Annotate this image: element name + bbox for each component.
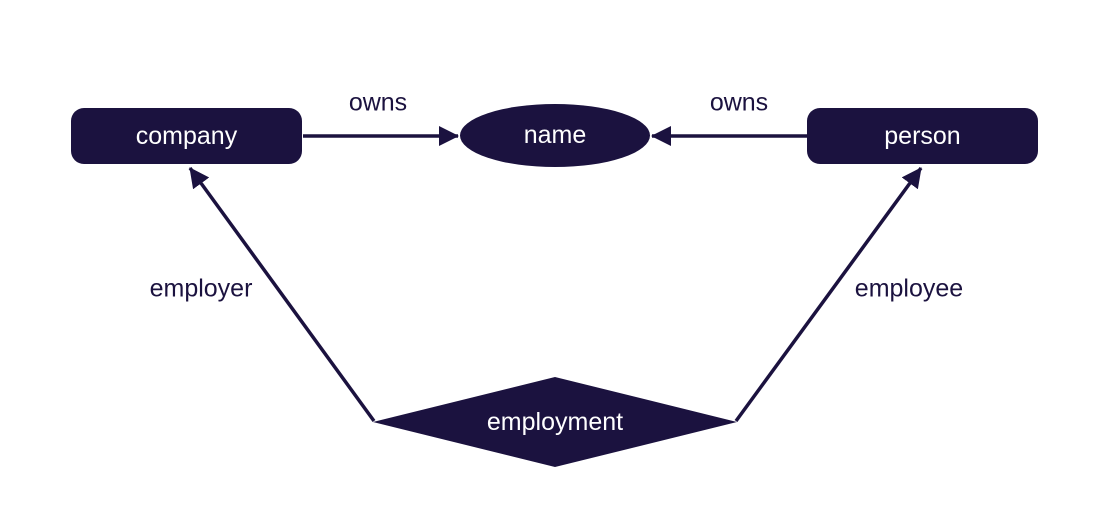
edge-label-owns-left: owns	[348, 88, 408, 117]
entity-person: person	[807, 108, 1038, 164]
entity-company: company	[71, 108, 302, 164]
edge-label-owns-right: owns	[709, 88, 769, 117]
edge-label-employee: employee	[854, 274, 964, 303]
attribute-name: name	[460, 104, 650, 167]
edge-employment-employer-company	[188, 166, 376, 423]
entity-company-label: company	[135, 121, 238, 150]
relationship-employment-label: employment	[486, 407, 624, 436]
edge-employment-employee-person	[734, 166, 923, 423]
entity-person-label: person	[884, 121, 961, 150]
edge-label-employer: employer	[149, 274, 253, 303]
attribute-name-label: name	[523, 121, 587, 149]
